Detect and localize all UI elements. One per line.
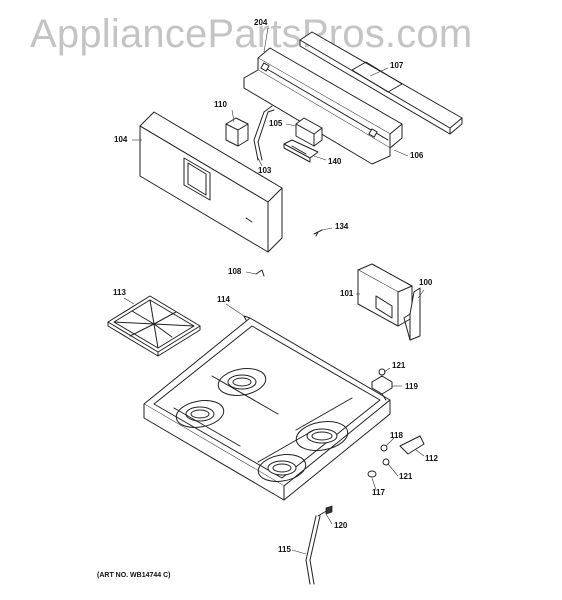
part-label-121-lower[interactable]: 121 (399, 472, 413, 481)
part-label-120[interactable]: 120 (334, 521, 348, 530)
part-label-101[interactable]: 101 (340, 289, 354, 298)
part-label-100[interactable]: 100 (419, 278, 433, 287)
part-label-108[interactable]: 108 (228, 267, 242, 276)
trim-strip-107 (299, 31, 463, 135)
spark-module-110 (225, 117, 249, 147)
tube-115 (305, 505, 333, 585)
part-label-112[interactable]: 112 (425, 454, 438, 463)
leader-lines (123, 27, 425, 555)
switch-105 (295, 117, 323, 147)
backguard-106 (243, 47, 403, 165)
part-label-105[interactable]: 105 (269, 119, 283, 128)
part-label-103[interactable]: 103 (258, 166, 272, 175)
clip-108 (255, 269, 265, 277)
bracket-101 (357, 263, 413, 327)
part-label-115[interactable]: 115 (278, 545, 291, 554)
part-label-121-upper[interactable]: 121 (392, 361, 406, 370)
part-label-118[interactable]: 118 (390, 431, 403, 440)
part-label-104[interactable]: 104 (114, 135, 128, 144)
valve-118-112 (367, 435, 425, 478)
part-label-204[interactable]: 204 (254, 18, 268, 27)
control-panel-104 (139, 111, 283, 253)
watermark: AppliancePartsPros.com (30, 12, 473, 56)
part-label-110[interactable]: 110 (214, 100, 227, 109)
part-label-134[interactable]: 134 (335, 222, 349, 231)
bracket-100 (403, 287, 421, 341)
part-label-114[interactable]: 114 (217, 295, 230, 304)
bezel-140 (283, 139, 319, 163)
part-label-106[interactable]: 106 (410, 151, 424, 160)
grate-113 (107, 295, 201, 357)
part-label-119[interactable]: 119 (405, 382, 418, 391)
part-label-113[interactable]: 113 (113, 288, 126, 297)
cooktop-114 (143, 315, 391, 501)
valve-119 (371, 368, 393, 395)
part-label-117[interactable]: 117 (372, 488, 385, 497)
bracket-103 (253, 105, 275, 161)
screw-134 (313, 229, 323, 237)
part-label-140[interactable]: 140 (328, 157, 342, 166)
part-label-107[interactable]: 107 (390, 61, 404, 70)
art-number: (ART NO. WB14744 C) (97, 572, 171, 579)
